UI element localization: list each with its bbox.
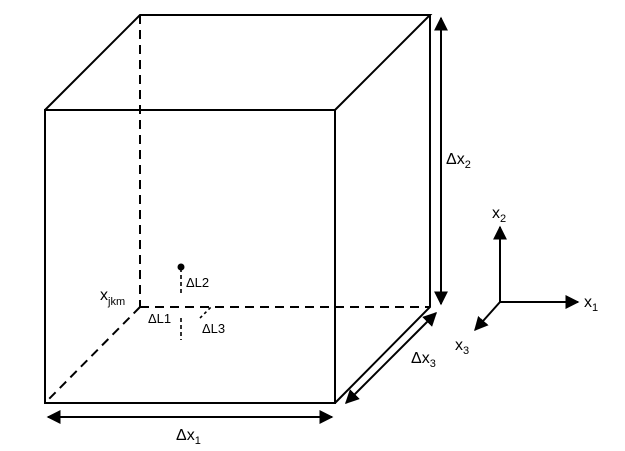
interior-point-markers	[180, 268, 213, 340]
point-label: xjkm	[100, 287, 125, 308]
x3-axis-arrow	[474, 301, 501, 332]
cube-hidden-edges	[44, 15, 430, 404]
top-face-edges	[44, 14, 433, 111]
hidden-depth-edge	[44, 306, 141, 404]
delta-l1-label: ΔL1	[148, 311, 171, 326]
dx2-label: Δx2	[446, 151, 471, 171]
coordinate-axes	[474, 225, 580, 332]
interior-point-dot	[177, 263, 185, 271]
x3-axis-label: x3	[455, 337, 469, 357]
delta-l2-label: ΔL2	[186, 275, 209, 290]
x1-axis-label: x1	[584, 294, 598, 314]
front-face	[44, 109, 336, 404]
dx3-arrow	[345, 312, 437, 404]
right-face-edges	[334, 15, 431, 404]
dx3-label: Δx3	[411, 350, 436, 370]
dx1-label: Δx1	[176, 427, 201, 447]
dimension-arrows	[46, 16, 448, 424]
x2-axis-label: x2	[492, 205, 506, 225]
delta-l3-label: ΔL3	[202, 321, 225, 336]
delta-l3-line	[199, 305, 213, 319]
